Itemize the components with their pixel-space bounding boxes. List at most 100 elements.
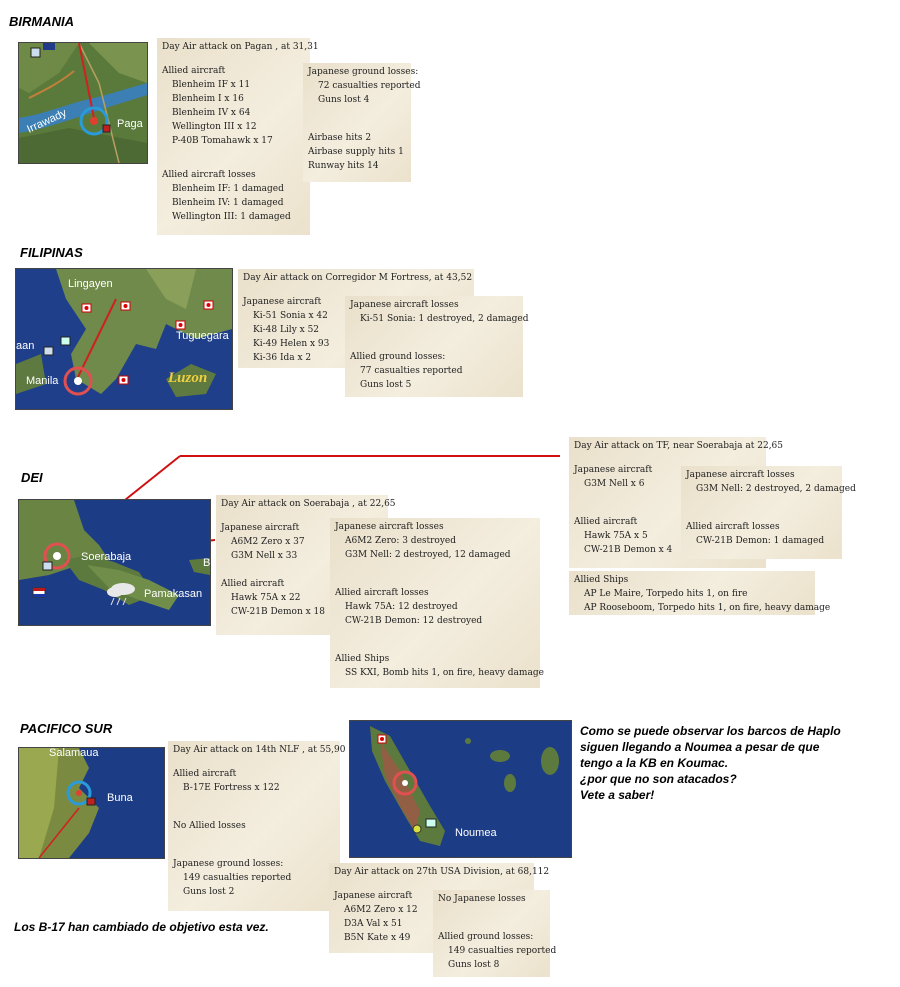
report-corregidor-losses: Japanese aircraft losses Ki-51 Sonia: 1 … — [345, 296, 529, 397]
japanese-aircraft-heading: Japanese aircraft — [221, 523, 300, 533]
comment-line: Vete a saber! — [580, 788, 655, 802]
comment-koumac: Como se puede observar los barcos de Hap… — [580, 723, 841, 803]
ground-item: Guns lost 2 — [183, 887, 235, 897]
allied-ships-heading: Allied Ships — [574, 575, 629, 585]
loss-item: G3M Nell: 2 destroyed, 12 damaged — [345, 550, 511, 560]
ground-item: 72 casualties reported — [318, 81, 421, 91]
ground-item: Guns lost 4 — [318, 95, 370, 105]
loss-item: Hawk 75A: 12 destroyed — [345, 602, 458, 612]
losses-heading: Japanese aircraft losses — [350, 300, 459, 310]
map-label-pagan: Paga — [117, 118, 144, 130]
base-item: Airbase hits 2 — [308, 133, 372, 143]
unit-icon — [412, 824, 422, 834]
map-dei: Soerabaja B Pamakasan — [18, 499, 211, 626]
map-pacifico-noumea-graphic: Noumea — [350, 721, 571, 857]
loss-item: A6M2 Zero: 3 destroyed — [345, 536, 457, 546]
map-label-lingayen: Lingayen — [68, 278, 113, 290]
ground-item: 149 casualties reported — [183, 873, 292, 883]
japanese-aircraft-heading: Japanese aircraft — [574, 465, 653, 475]
aircraft-item: Blenheim IV x 64 — [172, 108, 251, 118]
ground-item: 77 casualties reported — [360, 366, 463, 376]
base-icon — [42, 561, 53, 571]
comment-line: ¿por que no son atacados? — [580, 772, 737, 786]
ground-item: 149 casualties reported — [448, 946, 557, 956]
japanese-aircraft-heading: Japanese aircraft — [243, 297, 322, 307]
map-pacifico-noumea: Noumea — [349, 720, 572, 858]
map-label-aan: aan — [16, 340, 34, 352]
report-tf-ships: Allied Ships AP Le Maire, Torpedo hits 1… — [569, 571, 831, 615]
map-birmania-graphic: Irrawady Paga — [19, 43, 147, 163]
allied-aircraft-heading: Allied aircraft — [162, 66, 226, 76]
unit-icon — [86, 797, 96, 806]
base-icon — [60, 336, 71, 346]
aircraft-item: Ki-51 Sonia x 42 — [253, 311, 328, 321]
report-soerabaja-losses: Japanese aircraft losses A6M2 Zero: 3 de… — [330, 518, 544, 688]
report-tf-losses: Japanese aircraft losses G3M Nell: 2 des… — [681, 466, 856, 559]
base-item: Runway hits 14 — [308, 161, 379, 171]
comment-line: Como se puede observar los barcos de Hap… — [580, 724, 841, 738]
map-birmania: Irrawady Paga — [18, 42, 148, 164]
aircraft-item: P-40B Tomahawk x 17 — [172, 136, 273, 146]
map-label-noumea: Noumea — [455, 827, 497, 839]
ground-item: Guns lost 5 — [360, 380, 412, 390]
target-marker-icon — [79, 106, 109, 136]
base-icon — [425, 818, 437, 828]
aircraft-item: B-17E Fortress x 122 — [183, 783, 280, 793]
japanese-aircraft-heading: Japanese aircraft — [334, 891, 413, 901]
map-pacifico-buna-graphic: Salamaua Buna — [19, 748, 164, 858]
map-label-tuguegara: Tuguegara — [176, 330, 230, 342]
aircraft-item: G3M Nell x 6 — [584, 479, 645, 489]
aircraft-item: Hawk 75A x 5 — [584, 531, 648, 541]
loss-item: Ki-51 Sonia: 1 destroyed, 2 damaged — [360, 314, 529, 324]
aircraft-item: Ki-49 Helen x 93 — [253, 339, 330, 349]
map-pacifico-buna: Salamaua Buna — [18, 747, 165, 859]
aircraft-item: A6M2 Zero x 12 — [344, 905, 418, 915]
ground-item: Guns lost 8 — [448, 960, 500, 970]
aircraft-item: Ki-48 Lily x 52 — [253, 325, 320, 335]
allied-aircraft-heading: Allied aircraft — [574, 517, 638, 527]
map-label-buna: Buna — [107, 792, 134, 804]
no-losses-text: No Japanese losses — [438, 894, 526, 904]
loss-item: G3M Nell: 2 destroyed, 2 damaged — [696, 484, 856, 494]
section-title-birmania: BIRMANIA — [9, 14, 74, 29]
section-title-pacifico-sur: PACIFICO SUR — [20, 721, 113, 736]
loss-item: Wellington III: 1 damaged — [172, 212, 291, 222]
weather-storm-icon — [107, 583, 135, 606]
base-icon — [43, 346, 54, 356]
aircraft-item: B5N Kate x 49 — [344, 933, 411, 943]
report-usa-losses: No Japanese losses Allied ground losses:… — [433, 890, 557, 977]
map-label-manila: Manila — [26, 375, 59, 387]
japanese-losses-heading: Japanese aircraft losses — [335, 522, 444, 532]
aircraft-item: Hawk 75A x 22 — [231, 593, 301, 603]
comment-line: siguen llegando a Noumea a pesar de que — [580, 740, 820, 754]
target-marker-icon — [392, 770, 418, 796]
target-marker-icon — [66, 780, 92, 806]
aircraft-item: Wellington III x 12 — [172, 122, 257, 132]
report-title: Day Air attack on TF, near Soerabaja at … — [574, 441, 784, 451]
report-nlf: Day Air attack on 14th NLF , at 55,90 Al… — [168, 741, 346, 911]
unit-icon — [102, 124, 111, 133]
report-pagan-ground: Japanese ground losses: 72 casualties re… — [303, 63, 421, 182]
no-losses-text: No Allied losses — [173, 821, 246, 831]
base-icon — [30, 47, 41, 58]
allied-ships-heading: Allied Ships — [335, 654, 390, 664]
aircraft-item: Blenheim I x 16 — [172, 94, 244, 104]
section-title-dei: DEI — [21, 470, 43, 485]
map-label-salamaua: Salamaua — [49, 748, 99, 759]
report-title: Day Air attack on Soerabaja , at 22,65 — [221, 499, 396, 509]
loss-item: Blenheim IV: 1 damaged — [172, 198, 284, 208]
map-label-pamakasan: Pamakasan — [144, 588, 202, 600]
report-title: Day Air attack on Corregidor M Fortress,… — [243, 273, 473, 283]
allied-losses-heading: Allied aircraft losses — [335, 588, 429, 598]
map-filipinas: Lingayen Tuguegara aan Manila Luzon — [15, 268, 233, 410]
ground-losses-heading: Allied ground losses: — [438, 932, 534, 942]
ship-item: AP Rooseboom, Torpedo hits 1, on fire, h… — [584, 603, 831, 613]
aircraft-item: A6M2 Zero x 37 — [231, 537, 305, 547]
map-filipinas-graphic: Lingayen Tuguegara aan Manila Luzon — [16, 269, 232, 409]
map-label-luzon: Luzon — [167, 370, 207, 386]
aircraft-item: Ki-36 Ida x 2 — [253, 353, 312, 363]
allied-aircraft-heading: Allied aircraft — [221, 579, 285, 589]
report-title: Day Air attack on 14th NLF , at 55,90 — [173, 745, 346, 755]
aircraft-item: G3M Nell x 33 — [231, 551, 298, 561]
comment-line: tengo a la KB en Koumac. — [580, 756, 729, 770]
